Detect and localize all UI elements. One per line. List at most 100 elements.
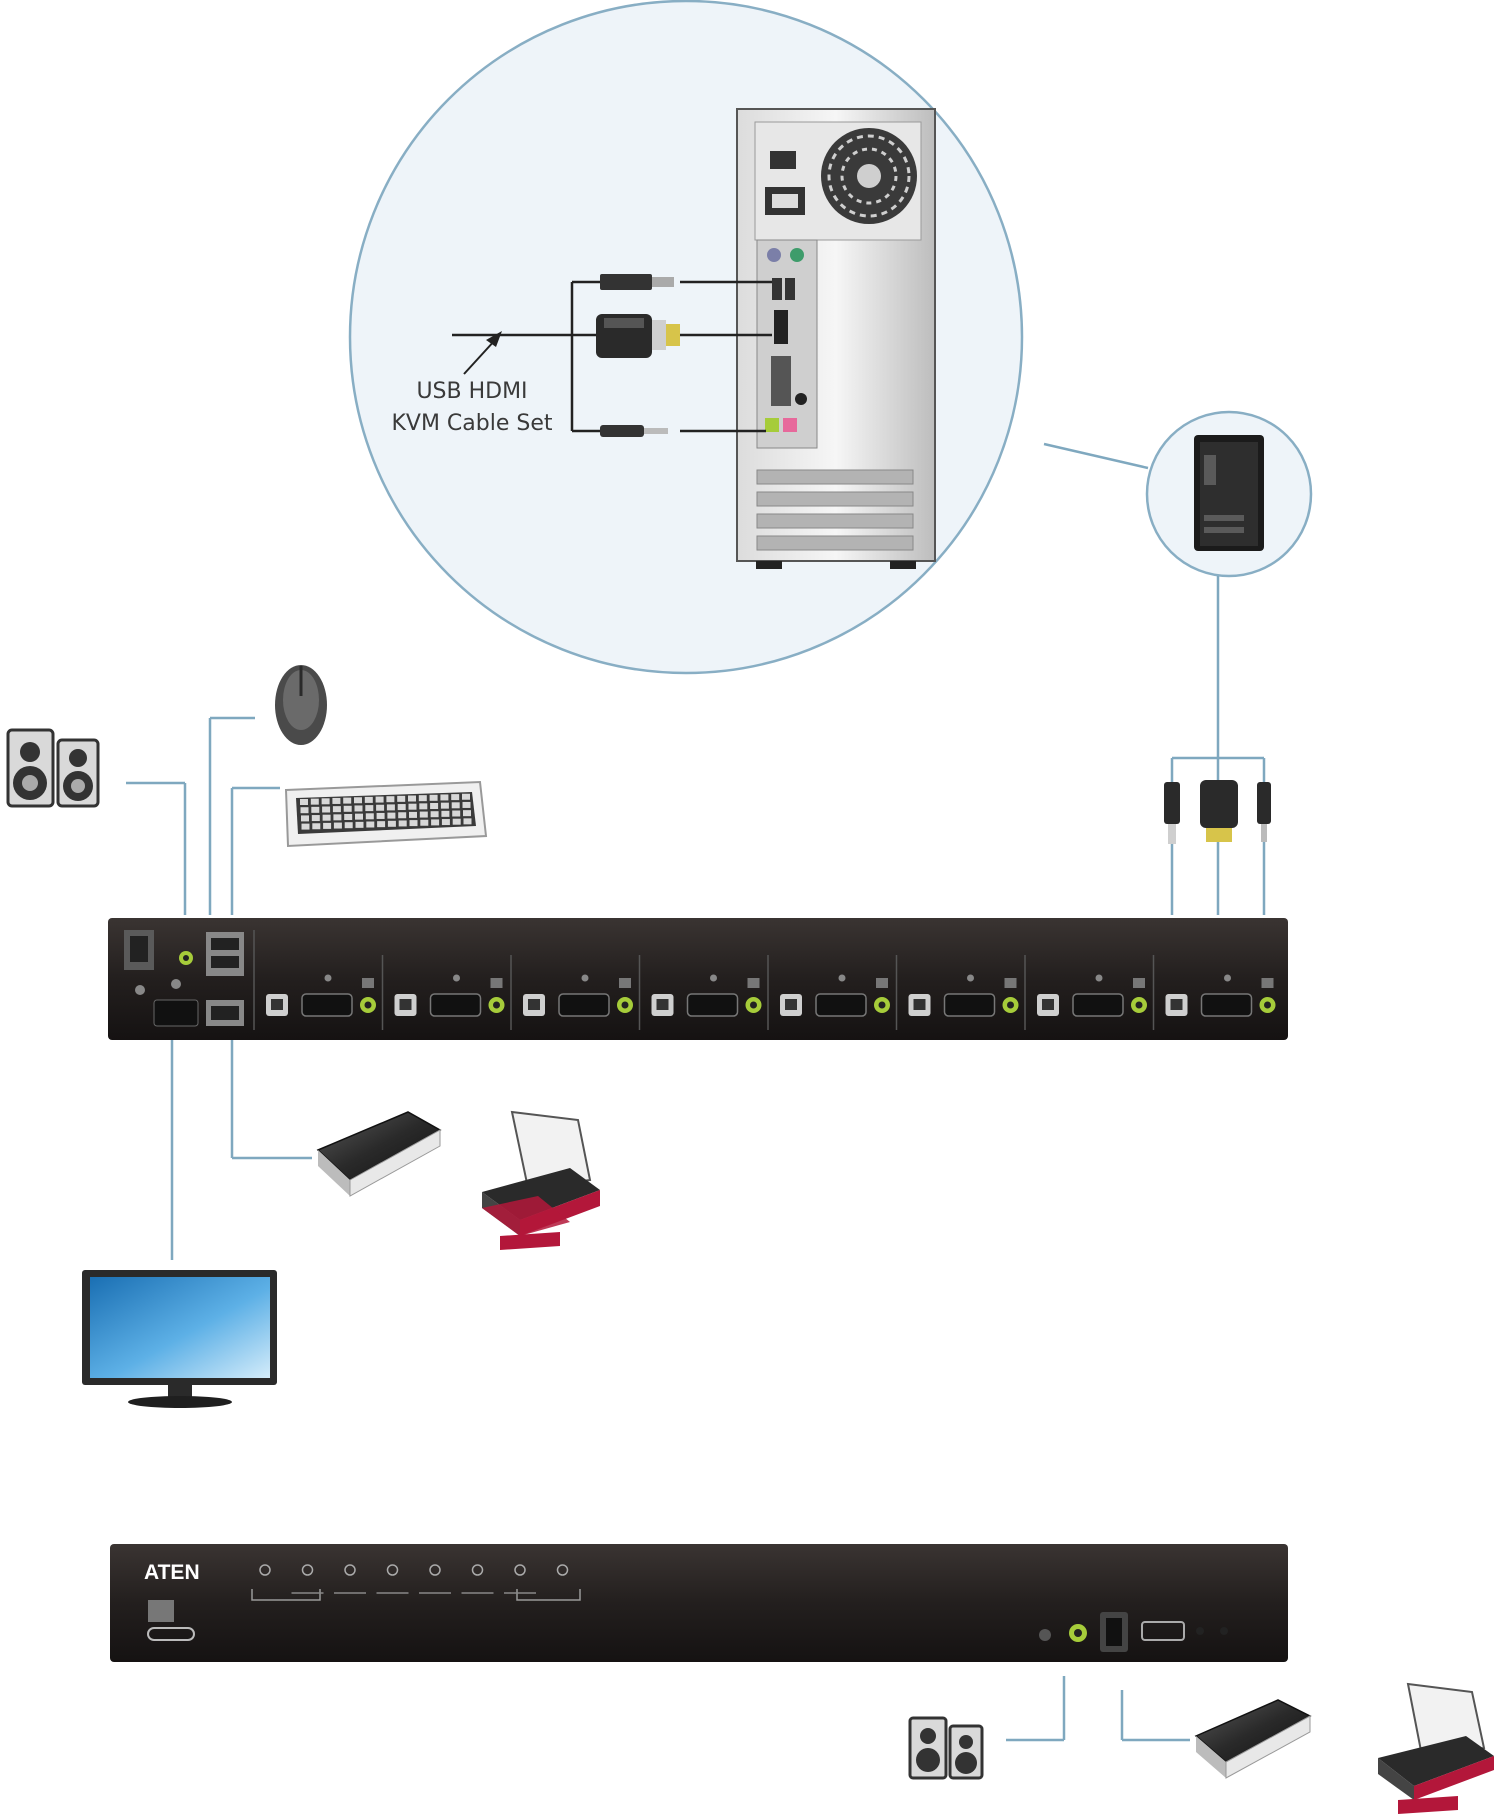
- port-label-mark: [876, 978, 888, 988]
- screw-hole: [710, 974, 717, 982]
- kvm-port-group: [266, 974, 376, 1017]
- keyboard-key: [452, 818, 461, 825]
- monitor-icon: [82, 1270, 277, 1408]
- keyboard-key: [321, 798, 330, 805]
- port-led-icon: [344, 1564, 356, 1576]
- screw-hole: [453, 974, 460, 982]
- keyboard-key: [398, 812, 407, 819]
- port-select-button: [334, 1564, 366, 1594]
- keyboard-key: [343, 797, 352, 804]
- keyboard-key: [451, 794, 460, 801]
- keyboard-key: [365, 805, 374, 812]
- audio-jack-inner: [1264, 1001, 1271, 1009]
- keyboard-key: [430, 803, 439, 809]
- keyboard-key: [300, 799, 308, 805]
- kvm-rear-panel: [108, 918, 1288, 1040]
- audio-jack-inner: [750, 1001, 757, 1009]
- keyboard-key: [398, 820, 407, 827]
- usb-b-port-inner: [399, 999, 412, 1010]
- port-led-icon: [429, 1564, 441, 1576]
- keyboard-key: [463, 810, 471, 817]
- hdmi-port-icon: [1200, 993, 1253, 1017]
- keyboard-key: [408, 795, 416, 802]
- screw-hole: [1224, 974, 1231, 982]
- keyboard-key: [387, 812, 396, 819]
- keyboard-key: [344, 822, 353, 829]
- hdmi-port-icon: [301, 993, 353, 1017]
- audio-jack-inner: [493, 1001, 500, 1009]
- port-led-icon: [471, 1564, 484, 1576]
- keyboard-key: [355, 821, 364, 828]
- keyboard-key: [311, 815, 320, 822]
- audio-jack-inner: [1135, 1001, 1143, 1009]
- port-led-icon: [556, 1564, 569, 1576]
- kvm-front-panel: ATEN: [110, 1544, 1288, 1662]
- kvm-port-group: [895, 955, 1019, 1030]
- port-label-mark: [1004, 978, 1017, 988]
- screw-hole: [324, 974, 332, 982]
- keyboard-key: [311, 806, 320, 813]
- keyboard-key: [333, 814, 342, 821]
- port-select-button: [291, 1564, 324, 1594]
- usb-b-port-inner: [656, 999, 669, 1010]
- keyboard-key: [354, 805, 363, 812]
- keyboard-key: [333, 822, 342, 829]
- keyboard-key: [322, 814, 331, 821]
- keyboard-key: [322, 806, 331, 813]
- hdmi-port-icon: [815, 993, 867, 1017]
- port-select-button: [259, 1564, 271, 1576]
- keyboard-key: [301, 823, 310, 830]
- keyboard-key: [409, 820, 418, 827]
- keyboard-icon: [284, 780, 488, 848]
- keyboard-key: [397, 804, 406, 811]
- keyboard-key: [355, 813, 363, 820]
- screw-hole: [1095, 974, 1103, 982]
- keyboard-key: [377, 821, 386, 828]
- kvm-port-group: [381, 955, 505, 1030]
- keyboard-key: [397, 795, 406, 802]
- kvm-port-group: [767, 955, 890, 1030]
- port-select-button: [461, 1564, 494, 1594]
- port-label-mark: [619, 978, 631, 988]
- keyboard-key: [366, 821, 375, 828]
- port-label-mark: [1261, 978, 1274, 988]
- pc-tower-back-icon: [736, 108, 936, 569]
- keyboard-key: [463, 818, 472, 825]
- keyboard-key: [462, 801, 471, 808]
- screw-hole: [967, 974, 974, 982]
- keyboard-key: [386, 804, 395, 811]
- hdmi-port-icon: [558, 993, 610, 1017]
- cable-label-line2: KVM Cable Set: [391, 411, 552, 436]
- connection-cables: [126, 442, 1266, 1742]
- speakers-icon: [6, 728, 100, 808]
- scanner-icon: [316, 1111, 442, 1197]
- keyboard-key: [386, 796, 395, 803]
- keyboard-key: [429, 794, 438, 801]
- audio-jack-inner: [878, 1001, 886, 1009]
- keyboard-key: [312, 823, 321, 830]
- keyboard-key: [301, 815, 309, 822]
- keyboard-key: [420, 819, 429, 826]
- port-label-mark: [490, 978, 503, 988]
- keyboard-key: [419, 811, 428, 818]
- keyboard-key: [430, 811, 439, 818]
- keyboard-key: [354, 797, 362, 804]
- port-label-mark: [1133, 978, 1145, 988]
- keyboard-key: [343, 805, 352, 812]
- keyboard-key: [462, 793, 470, 800]
- hdmi-port-icon: [1072, 993, 1124, 1017]
- keyboard-key: [364, 796, 373, 803]
- keyboard-key: [375, 796, 384, 803]
- label-arrow: [463, 331, 502, 375]
- audio-jack-inner: [1007, 1001, 1014, 1009]
- hdmi-port-icon: [429, 993, 482, 1017]
- port-select-button: [419, 1564, 451, 1594]
- usb-plug-icon: [600, 274, 674, 290]
- aten-logo: ATEN: [144, 1561, 200, 1584]
- usb-b-port-inner: [913, 999, 926, 1010]
- keyboard-key: [300, 807, 309, 814]
- keyboard-key: [365, 813, 374, 820]
- keyboard-key: [409, 811, 417, 818]
- cable-label-line1: USB HDMI: [416, 379, 527, 404]
